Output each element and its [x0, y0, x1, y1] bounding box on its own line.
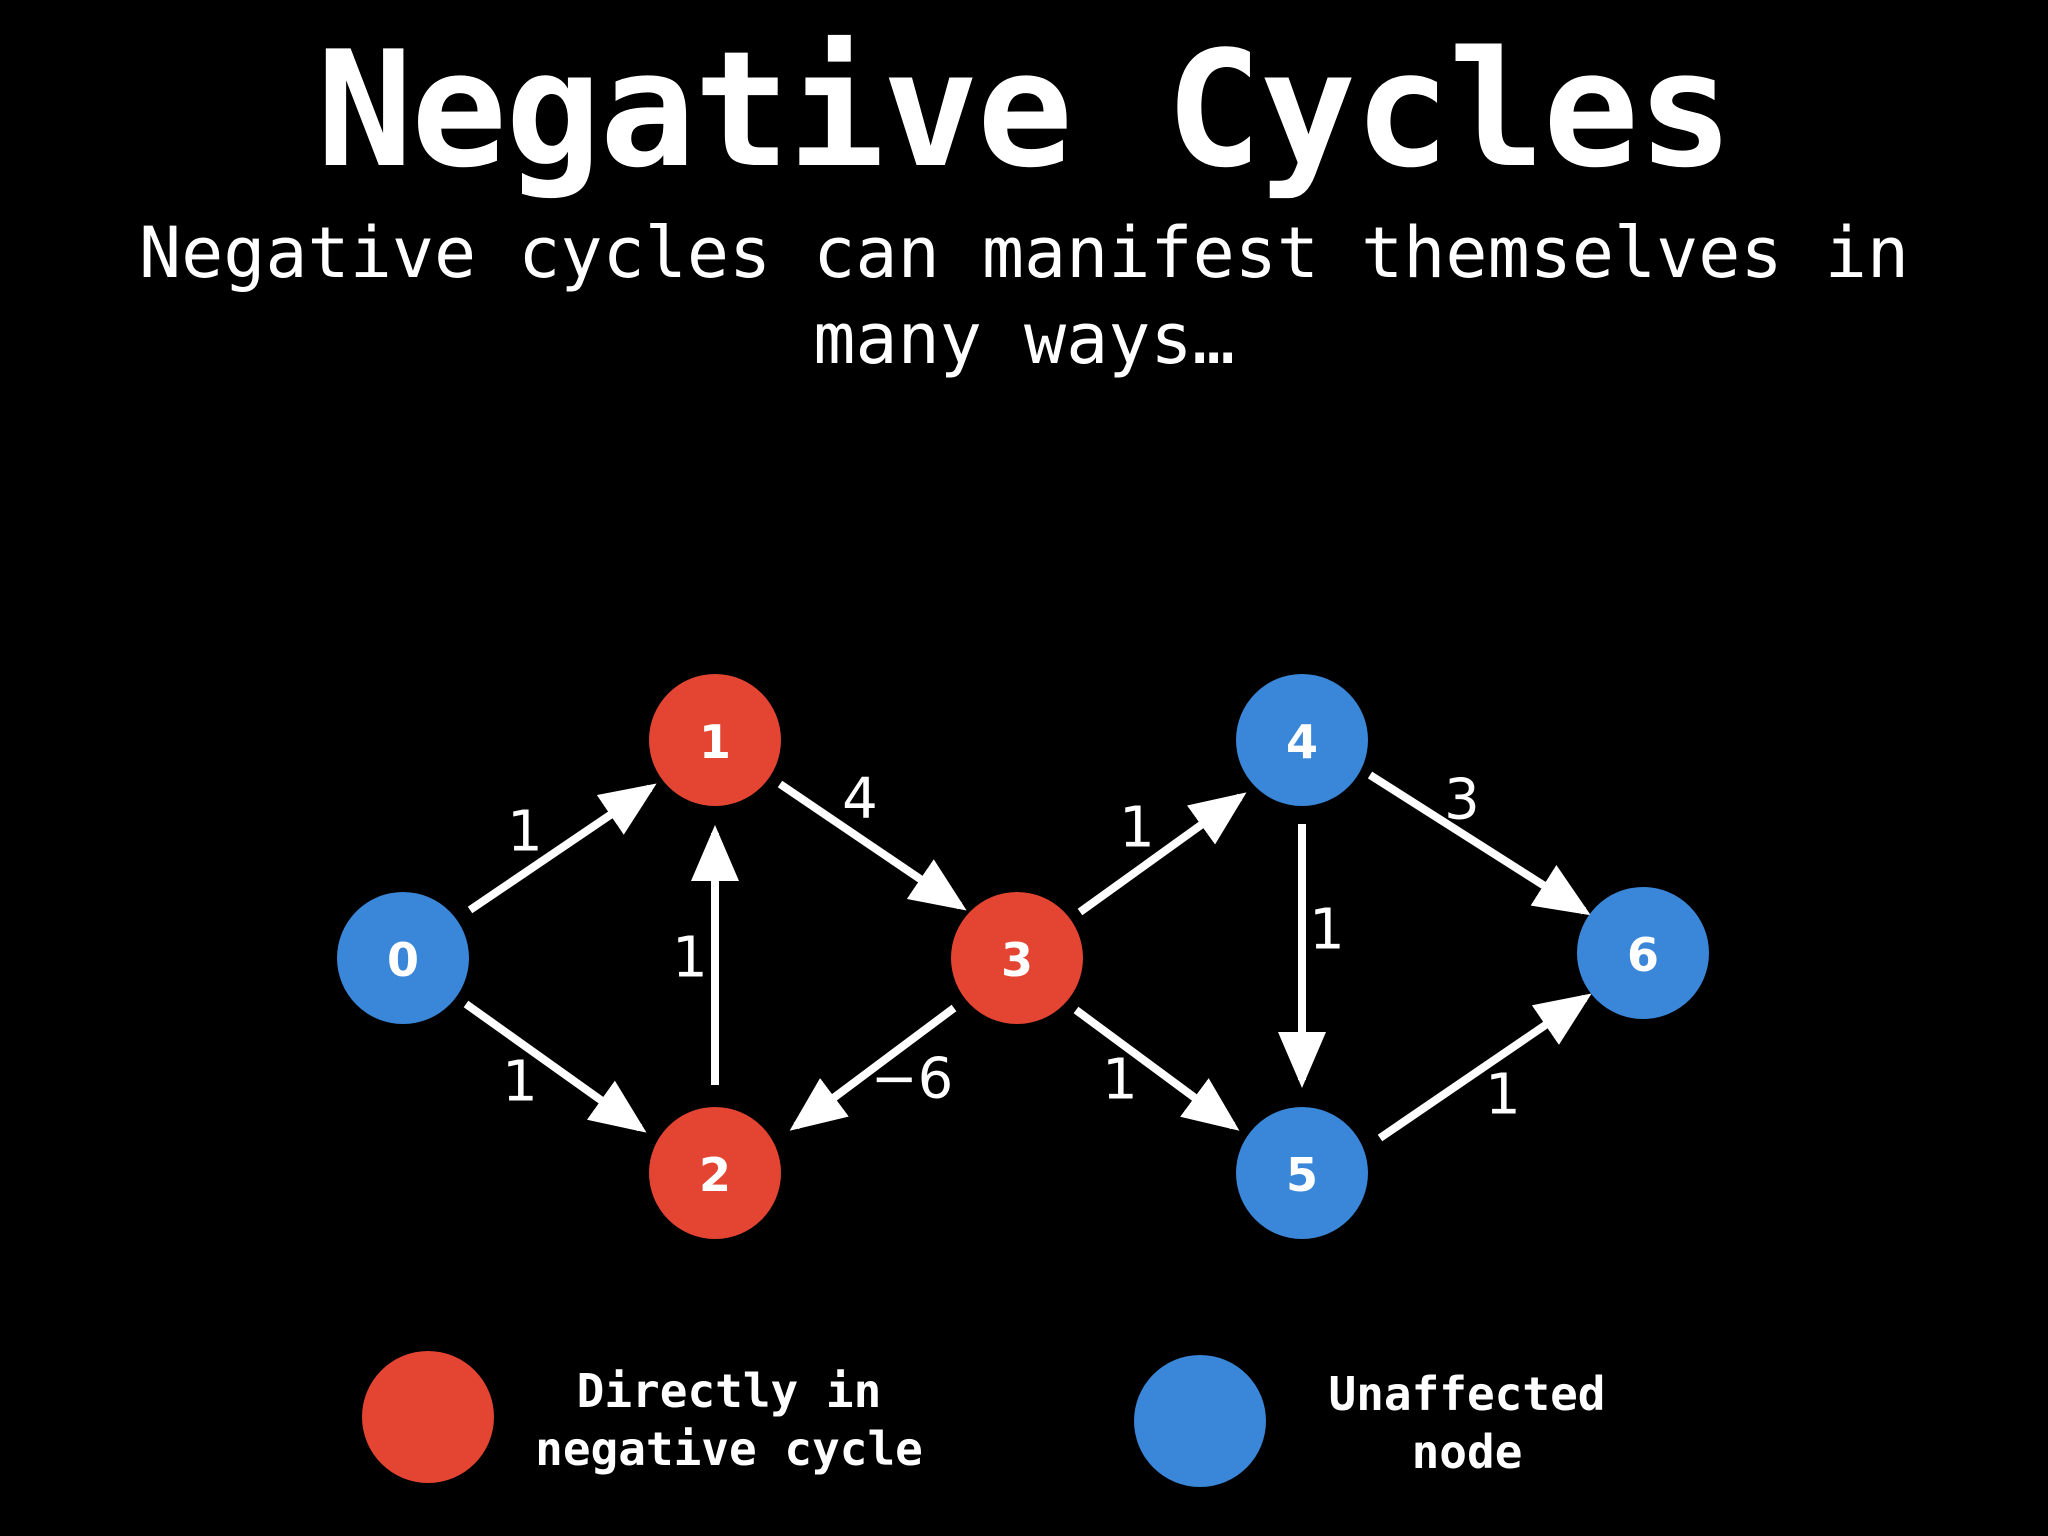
legend-label-in-cycle-line-2: negative cycle — [535, 1422, 923, 1476]
node-6: 6 — [1577, 887, 1709, 1019]
node-4-label: 4 — [1286, 715, 1318, 769]
edge-5-6-weight: 1 — [1485, 1063, 1521, 1128]
edge-3-2-weight: −6 — [871, 1047, 954, 1112]
legend-label-unaffected-line-2: node — [1412, 1425, 1523, 1479]
legend-label-in-cycle-line-1: Directly in — [577, 1364, 882, 1418]
edge-0-2-arrow — [463, 1000, 647, 1133]
legend-swatch-unaffected — [1134, 1355, 1266, 1487]
node-2-circle — [649, 1107, 781, 1239]
node-1: 1 — [649, 674, 781, 806]
edge-3-4-arrow — [1077, 792, 1247, 916]
edge-5-6-arrow — [1377, 993, 1592, 1142]
node-5-circle — [1236, 1107, 1368, 1239]
edge-0-1-weight: 1 — [507, 800, 543, 865]
edge-3-2-arrow — [789, 1004, 957, 1131]
node-0-label: 0 — [387, 933, 419, 987]
node-3: 3 — [951, 892, 1083, 1024]
edge-0-1-arrow — [467, 783, 657, 914]
edge-0-2-weight: 1 — [502, 1050, 538, 1115]
node-1-label: 1 — [699, 715, 731, 769]
legend-label-unaffected-line-1: Unaffected — [1329, 1367, 1606, 1421]
node-0-circle — [337, 892, 469, 1024]
edge-3-5-weight: 1 — [1102, 1048, 1138, 1113]
slide-title: Negative Cycles — [316, 16, 1734, 203]
node-0: 0 — [337, 892, 469, 1024]
node-6-circle — [1577, 887, 1709, 1019]
edge-3-4-weight: 1 — [1119, 796, 1155, 861]
node-1-circle — [649, 674, 781, 806]
edge-1-3-arrow — [777, 780, 967, 911]
edges-layer — [463, 771, 1592, 1142]
edge-weights-layer: 1 1 1 4 −6 1 1 1 3 1 — [502, 767, 1521, 1128]
edge-3-5-arrow — [1073, 1006, 1240, 1131]
edge-4-5-weight: 1 — [1309, 898, 1345, 963]
node-4-circle — [1236, 674, 1368, 806]
legend-swatch-in-cycle — [362, 1351, 494, 1483]
node-2: 2 — [649, 1107, 781, 1239]
node-6-label: 6 — [1627, 928, 1659, 982]
node-5-label: 5 — [1286, 1148, 1318, 1202]
node-4: 4 — [1236, 674, 1368, 806]
node-2-label: 2 — [699, 1148, 731, 1202]
edge-1-3-weight: 4 — [842, 767, 878, 832]
edge-4-6-weight: 3 — [1444, 768, 1480, 833]
node-5: 5 — [1236, 1107, 1368, 1239]
node-3-circle — [951, 892, 1083, 1024]
node-3-label: 3 — [1001, 933, 1033, 987]
edge-4-6-arrow — [1367, 771, 1591, 916]
edge-2-1-weight: 1 — [672, 926, 708, 991]
nodes-layer: 0 1 2 3 4 5 6 — [337, 674, 1709, 1239]
slide-subtitle: Negative cycles can manifest themselves … — [138, 212, 1910, 380]
